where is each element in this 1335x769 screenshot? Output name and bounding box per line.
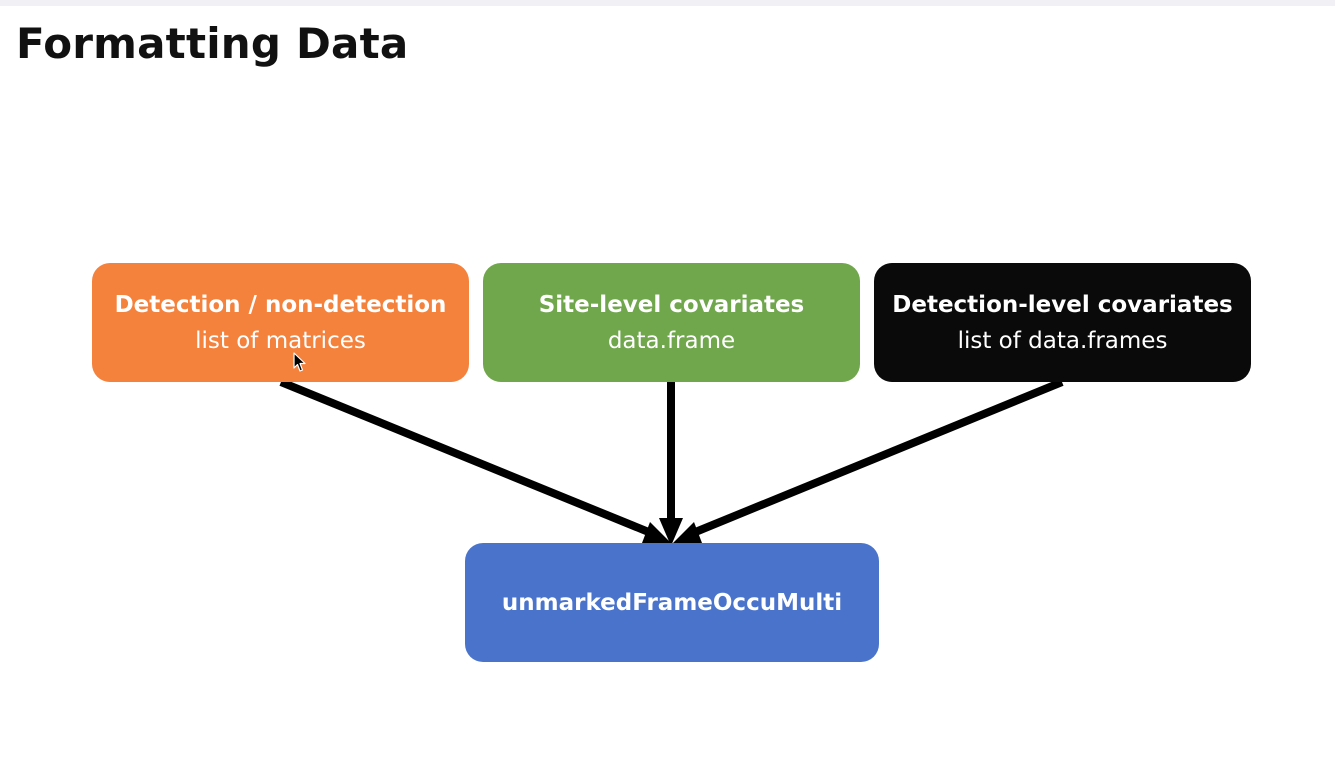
box-detcov-title: Detection-level covariates (892, 291, 1233, 318)
box-target-title: unmarkedFrameOccuMulti (501, 589, 843, 616)
box-detection-title: Detection / non-detection (114, 291, 447, 318)
box-site-title: Site-level covariates (538, 291, 805, 318)
box-detcov-subtitle: list of data.frames (957, 327, 1168, 354)
arrowhead-left (642, 522, 672, 544)
top-strip (0, 0, 1335, 6)
box-detection-covariates: Detection-level covariates list of data.… (874, 263, 1251, 382)
arrowhead-center (659, 518, 683, 546)
box-site-covariates: Site-level covariates data.frame (483, 263, 860, 382)
arrow-detection-to-target (279, 378, 653, 537)
arrowhead-right (672, 522, 702, 544)
box-unmarked-frame: unmarkedFrameOccuMulti (465, 543, 879, 662)
slide-title: Formatting Data (16, 19, 409, 68)
arrow-detcov-to-target (691, 378, 1064, 537)
box-site-subtitle: data.frame (607, 327, 736, 354)
box-detection: Detection / non-detection list of matric… (92, 263, 469, 382)
box-detection-subtitle: list of matrices (195, 327, 366, 354)
mouse-pointer-icon (293, 352, 306, 372)
